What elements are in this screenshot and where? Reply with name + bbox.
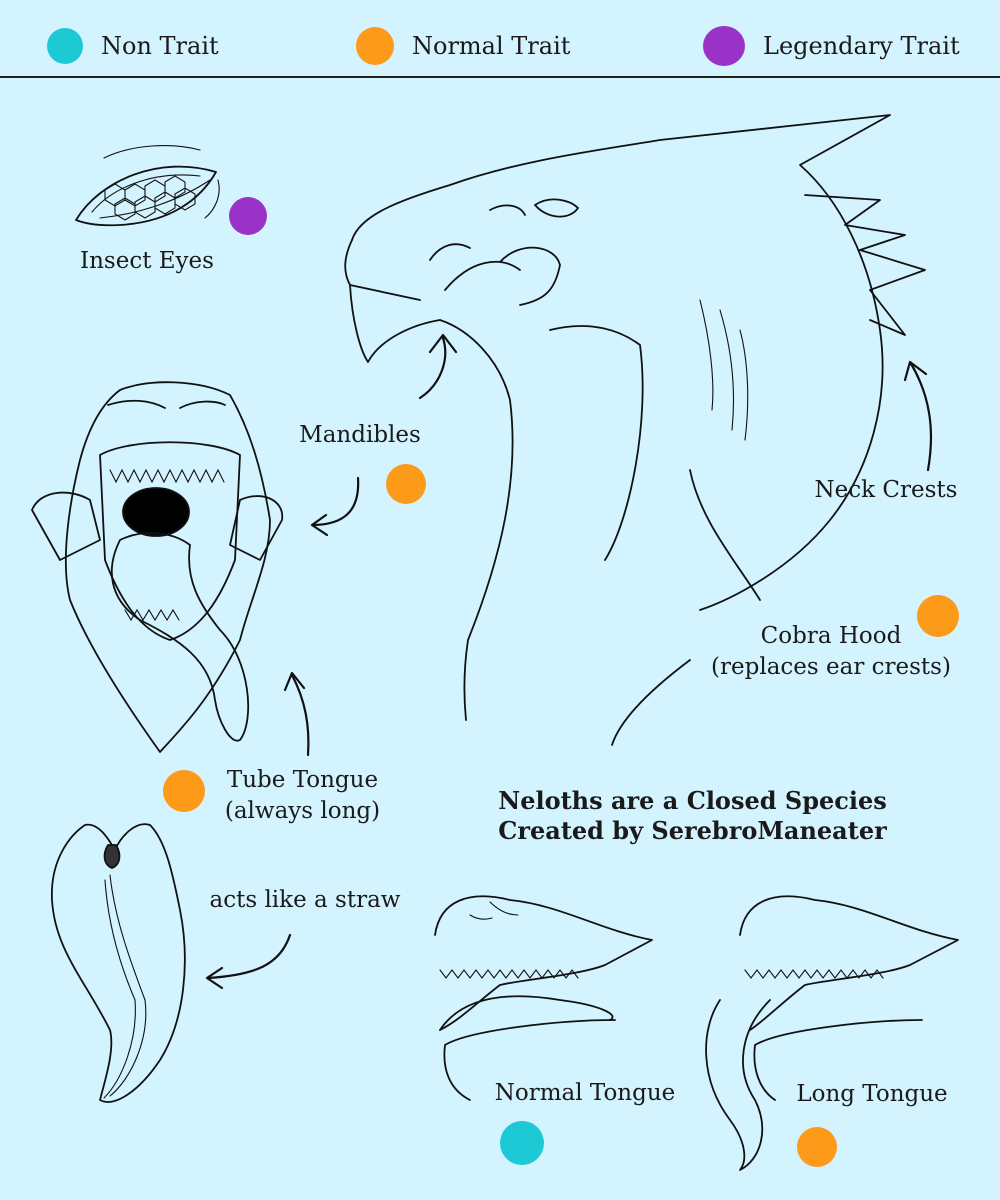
cobra-hood-label-line1: Cobra Hood [760, 623, 902, 649]
side-head-drawing [344, 114, 926, 746]
mandibles-trait-dot [386, 464, 426, 504]
legend-label: Non Trait [101, 32, 219, 60]
insect-eyes-trait-dot [229, 197, 267, 235]
normal-tongue-drawing [434, 895, 653, 1101]
legend-label: Normal Trait [412, 32, 571, 60]
legend-normal-trait: Normal Trait [356, 24, 570, 68]
cobra-hood-label-line2: (replaces ear crests) [711, 654, 951, 680]
neck-crests-label: Neck Crests [814, 477, 958, 503]
tube-tongue-label: Tube Tongue (always long) [210, 765, 395, 827]
straw-arrow-icon [205, 933, 292, 990]
legend-bar: Non Trait Normal Trait Legendary Trait [0, 0, 1000, 78]
non-trait-dot-icon [47, 28, 83, 64]
insect-eye-drawing [75, 145, 220, 227]
legend-legendary-trait: Legendary Trait [703, 24, 960, 68]
front-face-drawing [31, 381, 283, 753]
tube-tongue-trait-dot [163, 770, 205, 812]
normal-trait-dot-icon [356, 27, 394, 65]
legend-divider [0, 76, 1000, 78]
straw-note-label: acts like a straw [209, 887, 401, 913]
credits-line-2: Created by SerebroManeater [498, 816, 887, 845]
tube-tongue-drawing [51, 823, 186, 1103]
mandibles-front-arrow-icon [310, 476, 360, 537]
cobra-hood-label: Cobra Hood (replaces ear crests) [700, 621, 962, 683]
insect-eyes-label: Insect Eyes [80, 248, 214, 274]
credits-line-1: Neloths are a Closed Species [498, 786, 887, 815]
species-credits: Neloths are a Closed Species Created by … [465, 786, 920, 846]
mandibles-label: Mandibles [299, 422, 421, 448]
tube-tongue-arrow-icon [283, 671, 310, 757]
legendary-trait-dot-icon [703, 26, 745, 66]
normal-tongue-label: Normal Tongue [494, 1080, 676, 1106]
neck-crests-arrow-icon [903, 360, 933, 472]
cobra-hood-trait-dot [917, 595, 959, 637]
tube-tongue-label-line1: Tube Tongue [226, 767, 379, 793]
tube-tongue-label-line2: (always long) [224, 798, 381, 824]
normal-tongue-trait-dot [500, 1121, 544, 1165]
long-tongue-trait-dot [797, 1127, 837, 1167]
legend-label: Legendary Trait [763, 32, 960, 60]
legend-non-trait: Non Trait [47, 24, 219, 68]
long-tongue-label: Long Tongue [796, 1081, 948, 1107]
long-tongue-drawing [705, 895, 959, 1171]
mandibles-head-arrow-icon [418, 333, 458, 400]
